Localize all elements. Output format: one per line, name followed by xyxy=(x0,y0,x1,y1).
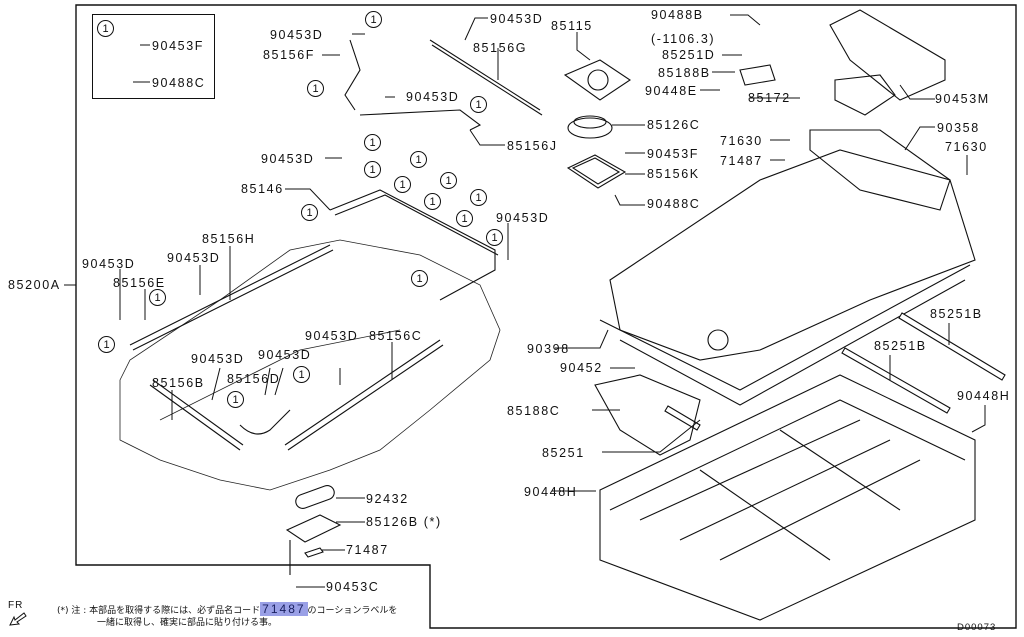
callout-marker: 1 xyxy=(410,151,427,168)
callout-marker: 1 xyxy=(301,204,318,221)
part-label[interactable]: 85156E xyxy=(113,276,166,290)
part-label[interactable]: 85146 xyxy=(241,182,284,196)
part-label[interactable]: 85156B xyxy=(152,376,205,390)
callout-marker: 1 xyxy=(440,172,457,189)
front-indicator: FR xyxy=(8,600,28,630)
part-label[interactable]: 90453C xyxy=(326,580,380,594)
part-label[interactable]: 90453D xyxy=(496,211,550,225)
part-label: (-1106.3) xyxy=(651,32,716,46)
part-label[interactable]: 85156F xyxy=(263,48,315,62)
callout-marker: 1 xyxy=(456,210,473,227)
front-arrow-icon xyxy=(9,612,27,626)
fastener-legend-box xyxy=(92,14,215,99)
note-prefix: (*) 注 : xyxy=(57,606,87,616)
part-label[interactable]: 90448H xyxy=(524,485,578,499)
callout-marker: 1 xyxy=(307,80,324,97)
callout-marker: 1 xyxy=(470,189,487,206)
part-label[interactable]: 85156G xyxy=(473,41,528,55)
drain-plug-parts xyxy=(285,485,342,575)
part-label[interactable]: 71487 xyxy=(720,154,763,168)
note-text-2: のコーションラベルを xyxy=(307,606,398,616)
part-label[interactable]: 85188C xyxy=(507,404,561,418)
callout-marker: 1 xyxy=(411,270,428,287)
callout-marker: 1 xyxy=(364,161,381,178)
part-label[interactable]: 71630 xyxy=(945,140,988,154)
callout-marker: 1 xyxy=(149,289,166,306)
part-label[interactable]: 85115 xyxy=(551,19,593,33)
part-label[interactable]: 90453D xyxy=(305,329,359,343)
part-label[interactable]: 85251 xyxy=(542,446,585,460)
callout-marker: 1 xyxy=(394,176,411,193)
drawing-id: D00073 xyxy=(957,622,997,633)
highlighted-part-code[interactable]: 71487 xyxy=(260,602,308,616)
leader-lines xyxy=(119,14,986,588)
assembly-frame xyxy=(75,4,1017,629)
part-label[interactable]: 90453D xyxy=(167,251,221,265)
battery-housing-outline xyxy=(119,239,501,491)
part-label[interactable]: 85156C xyxy=(369,329,423,343)
legend-callout: 1 xyxy=(97,20,114,37)
part-label[interactable]: 92432 xyxy=(366,492,409,506)
part-label[interactable]: 85251D xyxy=(662,48,716,62)
callout-marker: 1 xyxy=(365,11,382,28)
callout-marker: 1 xyxy=(364,134,381,151)
part-label[interactable]: 90453D xyxy=(270,28,324,42)
part-label[interactable]: 90488C xyxy=(152,76,206,90)
part-label[interactable]: 90453D xyxy=(261,152,315,166)
part-label[interactable]: 90453D xyxy=(191,352,245,366)
part-label[interactable]: 90398 xyxy=(527,342,570,356)
part-label[interactable]: 90488B xyxy=(651,8,704,22)
part-label[interactable]: 90358 xyxy=(937,121,980,135)
part-label[interactable]: 85156H xyxy=(202,232,256,246)
callout-marker: 1 xyxy=(227,391,244,408)
part-label[interactable]: 90453D xyxy=(258,348,312,362)
part-label[interactable]: 85172 xyxy=(748,91,791,105)
callout-marker: 1 xyxy=(293,366,310,383)
part-label[interactable]: 90453D xyxy=(82,257,136,271)
part-label[interactable]: 85126B (*) xyxy=(366,515,442,529)
part-label[interactable]: 90453F xyxy=(647,147,699,161)
part-label[interactable]: 85156D xyxy=(227,372,281,386)
part-label[interactable]: 90488C xyxy=(647,197,701,211)
part-label[interactable]: 90453M xyxy=(935,92,990,106)
part-label[interactable]: 90453D xyxy=(490,12,544,26)
part-label[interactable]: 85251B xyxy=(930,307,983,321)
part-label[interactable]: 90452 xyxy=(560,361,603,375)
callout-marker: 1 xyxy=(470,96,487,113)
part-label[interactable]: 90453D xyxy=(406,90,460,104)
part-label[interactable]: 71487 xyxy=(346,543,389,557)
upper-cover xyxy=(599,129,976,406)
part-label[interactable]: 85126C xyxy=(647,118,701,132)
part-label[interactable]: 85251B xyxy=(874,339,927,353)
callout-marker: 1 xyxy=(486,229,503,246)
part-label[interactable]: 85156K xyxy=(647,167,700,181)
callout-marker: 1 xyxy=(424,193,441,210)
assembly-label[interactable]: 85200A xyxy=(8,278,61,292)
part-label[interactable]: 85156J xyxy=(507,139,558,153)
caution-note-line2: 一緒に取得し、確実に部品に貼り付ける事。 xyxy=(97,618,278,628)
part-label[interactable]: 90448H xyxy=(957,389,1011,403)
front-label: FR xyxy=(8,600,24,611)
part-label[interactable]: 90453F xyxy=(152,39,204,53)
lower-tray-frame xyxy=(599,374,976,621)
part-label[interactable]: 90448E xyxy=(645,84,698,98)
service-plug-parts xyxy=(563,9,946,456)
note-text-1: 本部品を取得する際には、必ず品名コード xyxy=(89,606,261,616)
support-bars xyxy=(664,312,1006,431)
callout-marker: 1 xyxy=(98,336,115,353)
part-label[interactable]: 85188B xyxy=(658,66,711,80)
part-label[interactable]: 71630 xyxy=(720,134,763,148)
